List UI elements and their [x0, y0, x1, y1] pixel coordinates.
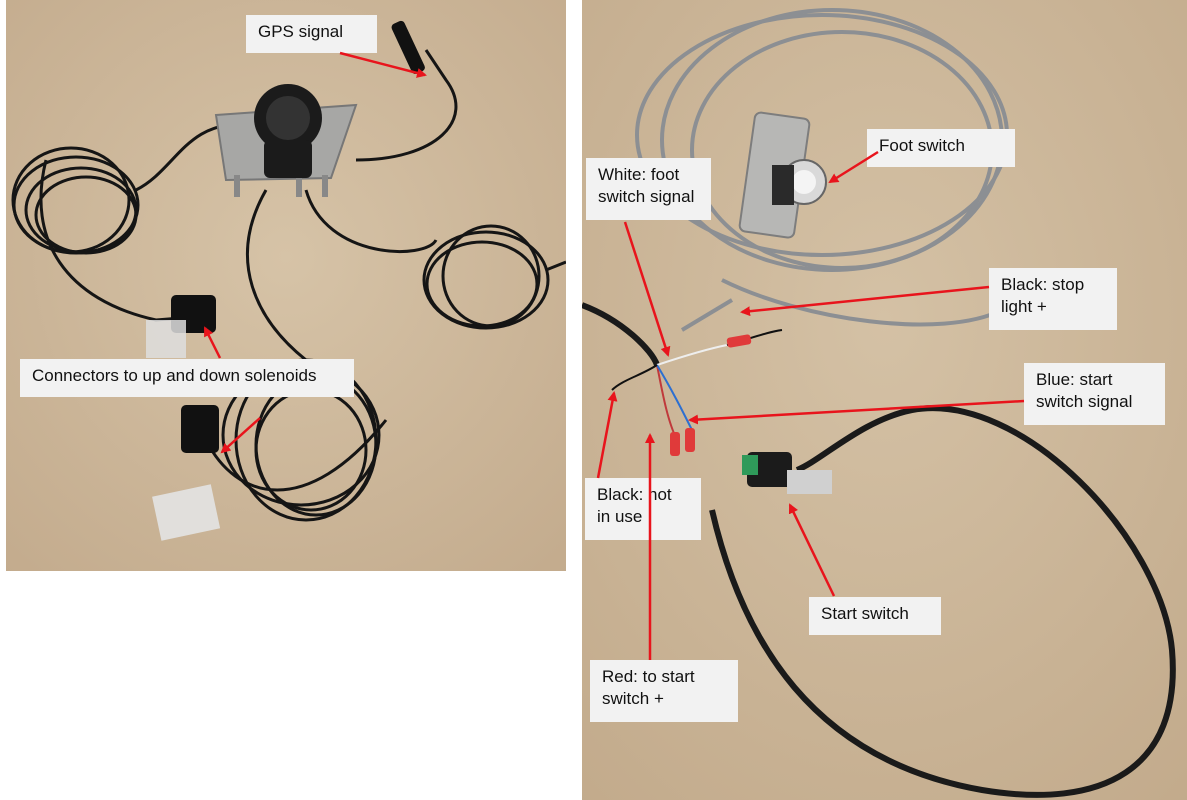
left-photo-drawing: [6, 0, 566, 571]
blue-wire-label: Blue: start switch signal: [1024, 363, 1165, 425]
black-stop-label: Black: stop light +: [989, 268, 1117, 330]
right-photo: Foot switch White: foot switch signal Bl…: [582, 0, 1187, 800]
foot-switch-label: Foot switch: [867, 129, 1015, 167]
black-not-in-use-label: Black: not in use: [585, 478, 701, 540]
white-wire-label: White: foot switch signal: [586, 158, 711, 220]
start-switch-label: Start switch: [809, 597, 941, 635]
red-wire-label: Red: to start switch +: [590, 660, 738, 722]
solenoid-connectors-label: Connectors to up and down solenoids: [20, 359, 354, 397]
gps-signal-label: GPS signal: [246, 15, 377, 53]
left-photo: GPS signal Connectors to up and down sol…: [6, 0, 566, 571]
